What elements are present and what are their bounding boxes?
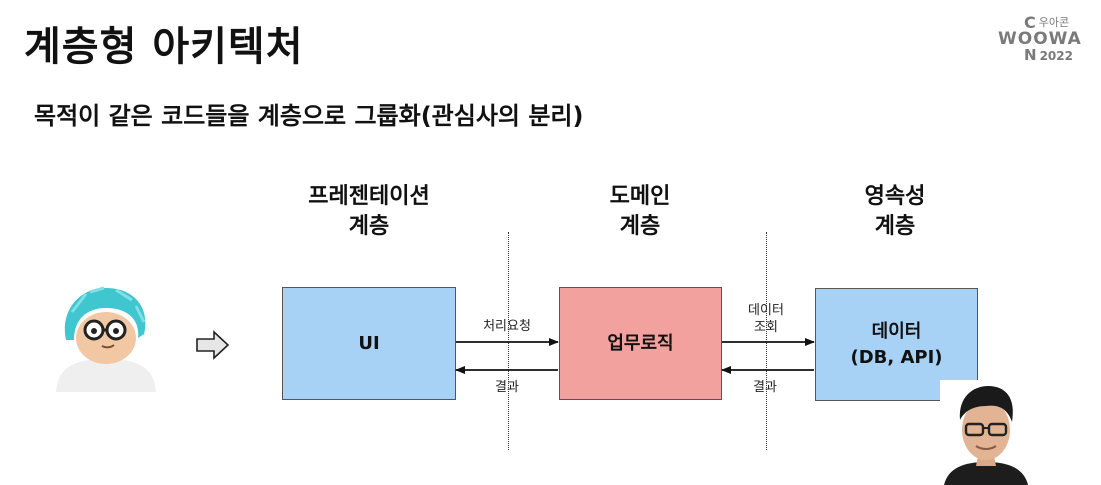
hollow-arrow-icon: [196, 330, 230, 360]
result-label-1: 결과: [495, 380, 519, 395]
logo-woowa-text: WOOWA: [998, 29, 1082, 49]
presentation-layer-suffix: 계층: [348, 214, 390, 239]
presentation-layer-header: 프레젠테이션 계층: [284, 182, 454, 242]
logo-letter-n: N: [1024, 46, 1037, 64]
domain-layer-suffix: 계층: [619, 214, 661, 239]
domain-layer-name: 도메인: [609, 184, 671, 209]
request-label: 처리요청: [483, 319, 531, 334]
business-logic-label: 업무로직: [607, 332, 674, 354]
result-label-2: 결과: [753, 380, 777, 395]
query-label: 데이터 조회: [736, 302, 796, 336]
presentation-layer-name: 프레젠테이션: [308, 184, 430, 209]
ui-box: UI: [282, 287, 456, 400]
domain-layer-header: 도메인 계층: [560, 182, 720, 242]
data-box-label: 데이터: [871, 320, 922, 342]
speaker-photo: [940, 380, 1032, 485]
logo-letter-c: C: [1024, 13, 1036, 32]
business-logic-box: 업무로직: [559, 287, 722, 400]
layer-separator-right: [766, 232, 767, 450]
logo-year: 2022: [1039, 49, 1073, 63]
logo-korean-text: 우아콘: [1038, 16, 1070, 29]
developer-avatar-icon: [56, 286, 156, 392]
ui-box-label: UI: [358, 332, 380, 354]
data-box-sublabel: (DB, API): [850, 346, 943, 368]
query-label-line1: 데이터: [748, 303, 784, 318]
query-label-line2: 조회: [754, 320, 778, 335]
persistence-layer-name: 영속성: [864, 184, 926, 209]
page-title: 계층형 아키텍처: [24, 24, 304, 70]
persistence-layer-header: 영속성 계층: [815, 182, 975, 242]
page-subtitle: 목적이 같은 코드들을 계층으로 그룹화(관심사의 분리): [34, 102, 584, 130]
persistence-layer-suffix: 계층: [874, 214, 916, 239]
layer-separator-left: [508, 232, 509, 450]
